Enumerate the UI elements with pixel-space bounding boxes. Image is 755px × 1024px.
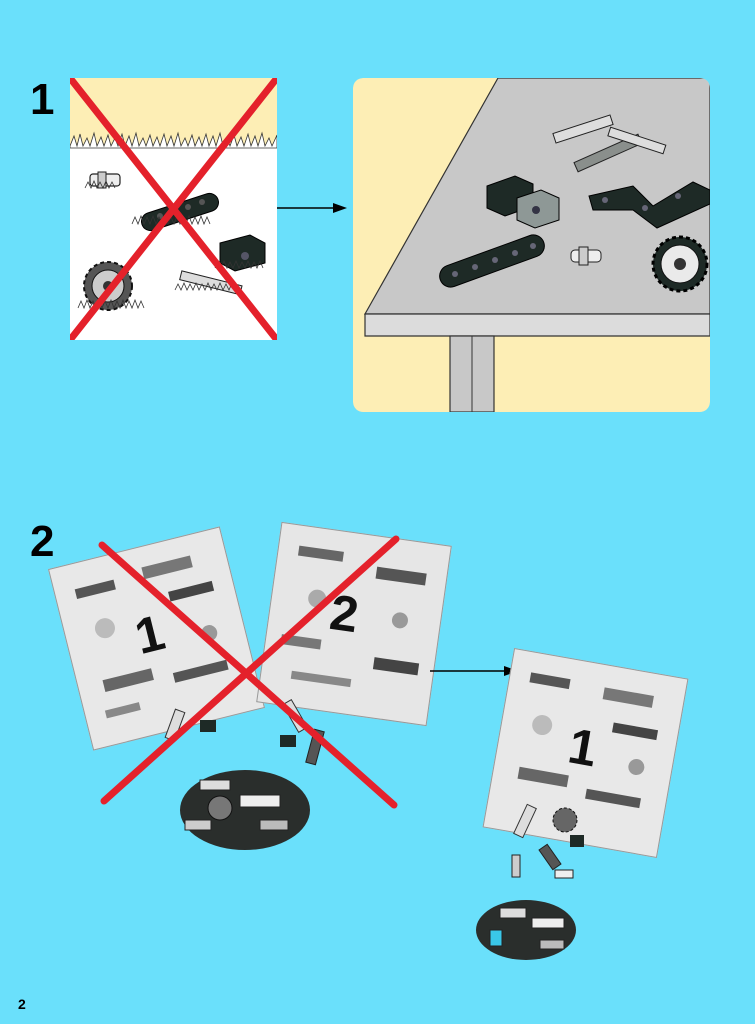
pin-icon: [570, 246, 602, 266]
arrow-right-icon: [277, 203, 347, 213]
parts-pile-crossed: [164, 698, 325, 850]
step-number-1: 1: [30, 75, 55, 124]
parts-bag-icon: 1: [482, 648, 689, 858]
axle-icon: [174, 270, 243, 296]
grass-scene-panel: [70, 78, 277, 340]
page-number: 2: [18, 996, 26, 1012]
beam-icon: [439, 234, 545, 288]
gear-icon: [651, 235, 709, 293]
parts-pile: [476, 803, 584, 960]
brick-icon: [486, 175, 560, 229]
red-cross-icon: [98, 535, 400, 809]
parts-bag-icon: 1: [48, 526, 265, 751]
beam-icon: [588, 181, 710, 229]
red-cross-icon: [70, 78, 277, 340]
arrow-right-icon: [430, 666, 518, 676]
pin-icon: [84, 171, 121, 189]
step-number-2: 2: [30, 517, 55, 566]
table-scene-panel: [353, 78, 710, 412]
axle-icon: [552, 114, 667, 173]
